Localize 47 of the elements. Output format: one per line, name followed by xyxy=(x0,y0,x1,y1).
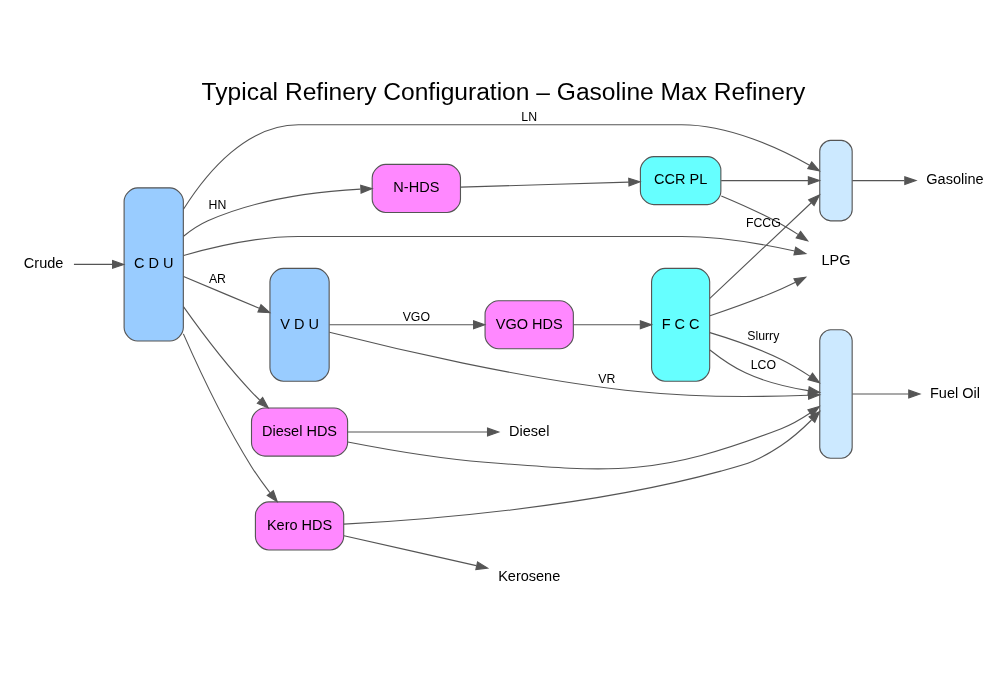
arrow xyxy=(182,235,807,256)
node-box: CCR PL xyxy=(639,156,721,206)
node-box: Diesel HDS xyxy=(250,407,348,457)
node-box: N-HDS xyxy=(371,163,461,213)
node-box: V D U xyxy=(268,267,330,382)
arrow xyxy=(182,306,269,409)
edge-label: HN xyxy=(208,198,226,213)
arrow xyxy=(346,405,821,470)
node-text: Gasoline xyxy=(925,171,984,188)
arrow xyxy=(342,410,821,525)
edge-label: VR xyxy=(597,371,615,386)
arrow xyxy=(851,389,922,399)
node-text: Kerosene xyxy=(497,568,560,585)
arrow xyxy=(720,195,809,242)
edge-label: LN xyxy=(520,110,537,125)
edge-label: LCO xyxy=(750,358,776,373)
node-box: Kero HDS xyxy=(254,501,344,551)
node-text: Crude xyxy=(23,255,63,272)
edge-label: VGO xyxy=(402,310,430,325)
node-text: Diesel xyxy=(508,422,549,439)
arrow xyxy=(708,193,821,299)
edge-label: AR xyxy=(208,272,226,287)
arrow xyxy=(328,320,486,330)
arrow xyxy=(182,124,821,210)
node-box xyxy=(818,139,853,222)
arrow xyxy=(182,275,271,314)
edge-label: Slurry xyxy=(746,329,779,344)
arrow xyxy=(851,175,918,186)
node-box: VGO HDS xyxy=(484,300,574,350)
arrow xyxy=(708,349,821,396)
diagram-title: Typical Refinery Configuration – Gasoline Max Refinery xyxy=(201,77,805,105)
arrow xyxy=(720,175,821,186)
node-box: C D U xyxy=(123,187,184,342)
arrow xyxy=(708,276,807,317)
arrow xyxy=(708,332,821,384)
arrow xyxy=(182,184,374,237)
node-text: Fuel Oil xyxy=(929,384,980,401)
arrow xyxy=(342,535,489,571)
node-text: LPG xyxy=(820,251,850,268)
arrow xyxy=(459,177,642,188)
edge-label: FCCG xyxy=(745,216,781,231)
node-box: F C C xyxy=(650,267,710,382)
arrow xyxy=(346,427,500,437)
arrow xyxy=(182,333,278,504)
node-box xyxy=(818,329,853,459)
arrow xyxy=(72,259,125,270)
arrow xyxy=(572,320,653,330)
